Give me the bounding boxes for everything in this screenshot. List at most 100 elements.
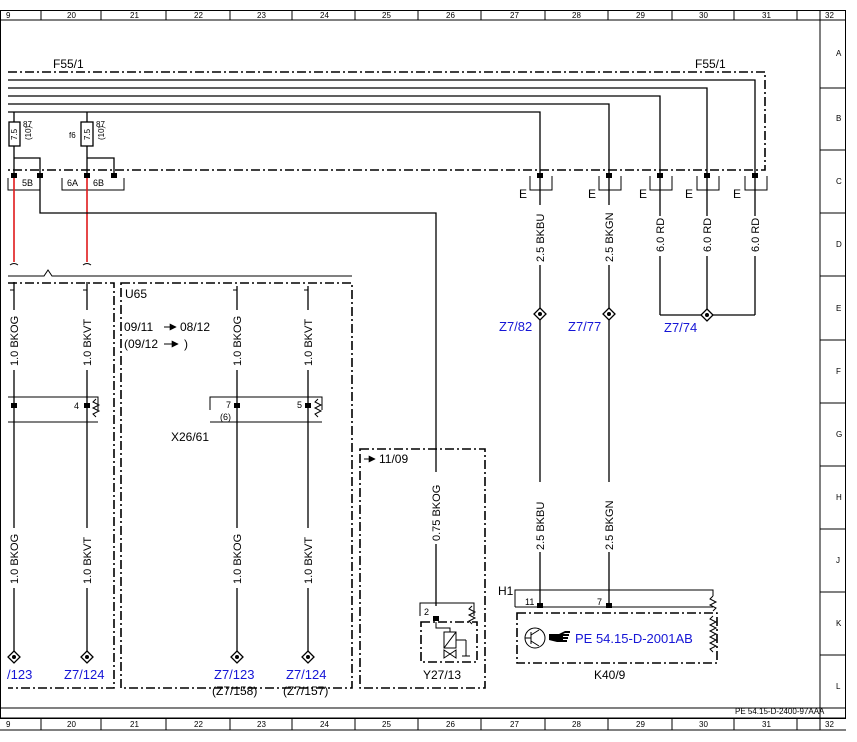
reference-link: PE 54.15-D-2001AB [575,631,693,646]
col-label: 26 [446,11,455,20]
u65-date-to: 08/12 [180,320,210,334]
col-label: 20 [67,720,76,729]
col-label: 28 [572,11,581,20]
fuse-pins [7,173,125,191]
e-marker: E [588,187,596,201]
col-label: 27 [510,720,519,729]
connector-x26-61: 4 7 (6) 5 X26/61 [8,396,323,444]
column-dividers [40,10,798,730]
fuse-f6: f6 7.5 87 (10) 6A 6B [67,112,115,188]
row-label: D [836,240,842,249]
red-feed-wires [13,178,88,262]
e-pin-2: E [588,173,622,201]
row-label: A [836,49,842,58]
row-label: G [836,430,842,439]
fuse-box-label-right: F55/1 [695,57,726,71]
col-label: 27 [510,11,519,20]
col-label: 30 [699,720,708,729]
wire-label: 2.5 BKBU [535,214,547,262]
col-label: 9 [6,11,11,20]
splice-label: Z7/124 [64,667,104,682]
relay-pin-sub: (10) [97,125,106,140]
relay-pin-sub: (10) [24,125,33,140]
fuse-name: f6 [69,131,76,140]
row-dividers [820,87,846,656]
col-label: 28 [572,720,581,729]
wire-to-y27 [39,178,437,606]
col-label: 29 [636,720,645,729]
mid-wire-labels: 1.0 BKOG 1.0 BKVT 1.0 BKOG 1.0 BKVT [8,310,315,370]
splice-alt-label: (Z7/158) [212,684,257,698]
relay-pin: 87 [23,120,32,129]
column-labels-bottom: 9 20 21 22 23 24 25 26 27 28 29 30 31 32 [6,720,834,729]
splice-z7-74: Z7/74 [664,308,714,335]
col-label: 23 [257,720,266,729]
connector-label: X26/61 [171,430,209,444]
pin-label: 5B [22,178,33,188]
splice-label: Z7/82 [499,319,532,334]
pin-label: (6) [220,412,231,422]
row-labels: A B C D E F G H J K L [836,49,842,691]
wire-label: 2.5 BKGN [604,500,616,550]
row-label: F [836,367,841,376]
column-labels-top: 9 20 21 22 23 24 25 26 27 28 29 30 31 32 [6,11,834,20]
y27-13-box: 11/09 0.75 BKOG 2 Y27/13 [359,448,486,689]
u65-date2-to: ) [184,337,188,351]
splice-label: Z7/123 [214,667,254,682]
col-label: 31 [762,11,771,20]
col-label: 22 [194,720,203,729]
k40-9-component: H1 11 7 2.5 BKBU 2.5 BKGN PE 54.15-D-200… [498,482,718,682]
col-label: 29 [636,11,645,20]
wire-label: 0.75 BKOG [431,485,443,541]
u65-date2-from: (09/12 [124,337,158,351]
e-pin-3: E [639,173,673,201]
pin-label: 5 [297,400,302,410]
row-label: H [836,493,842,502]
transistor-icon [524,627,546,649]
fuse-rating: 7.5 [83,128,92,140]
relay-pin: 87 [96,120,105,129]
row-label: L [836,682,841,691]
wire-label: 1.0 BKOG [232,316,244,366]
wire-label: 1.0 BKOG [9,316,21,366]
e-marker: E [685,187,693,201]
splice-z7-77: Z7/77 [568,307,616,334]
row-label: E [836,304,841,313]
e-pin-5: E [733,173,768,201]
drawing-frame [0,10,846,731]
pin-label: 7 [226,400,231,410]
pin-label: 4 [74,401,79,411]
e-pin-4: E [685,173,720,201]
pointing-hand-icon [549,631,570,642]
col-label: 31 [762,720,771,729]
e-pin-1: E [519,173,553,201]
solenoid-valve-icon [435,622,470,659]
pin-label: 2 [424,607,429,617]
left-variant-box [8,282,115,689]
col-label: 25 [382,720,391,729]
pin-label: 11 [525,597,534,607]
wire-label: 2.5 BKGN [604,212,616,262]
col-label: 32 [825,11,834,20]
row-label: K [836,619,842,628]
wire-label: 1.0 BKVT [82,319,94,366]
wire-label: 6.0 RD [702,218,714,252]
col-label: 20 [67,11,76,20]
component-label: Y27/13 [423,668,461,682]
fuse-rating: 7.5 [10,128,19,140]
u65-label: U65 [125,287,147,301]
splice-label: Z7/77 [568,319,601,334]
col-label: 25 [382,11,391,20]
col-label: 26 [446,720,455,729]
splice-z7-82: Z7/82 [499,307,547,334]
splice-bottom-2: Z7/124 [64,650,104,682]
col-label: 23 [257,11,266,20]
wire-label: 1.0 BKVT [303,319,315,366]
fuse-left: 7.5 87 (10) 5B [8,112,41,188]
wire-label: 1.0 BKOG [232,534,244,584]
e-marker: E [639,187,647,201]
col-label: 32 [825,720,834,729]
pin-label: 6A [67,178,78,188]
wire-label: 1.0 BKVT [82,537,94,584]
top-splices: Z7/82 Z7/77 Z7/74 [499,307,714,335]
